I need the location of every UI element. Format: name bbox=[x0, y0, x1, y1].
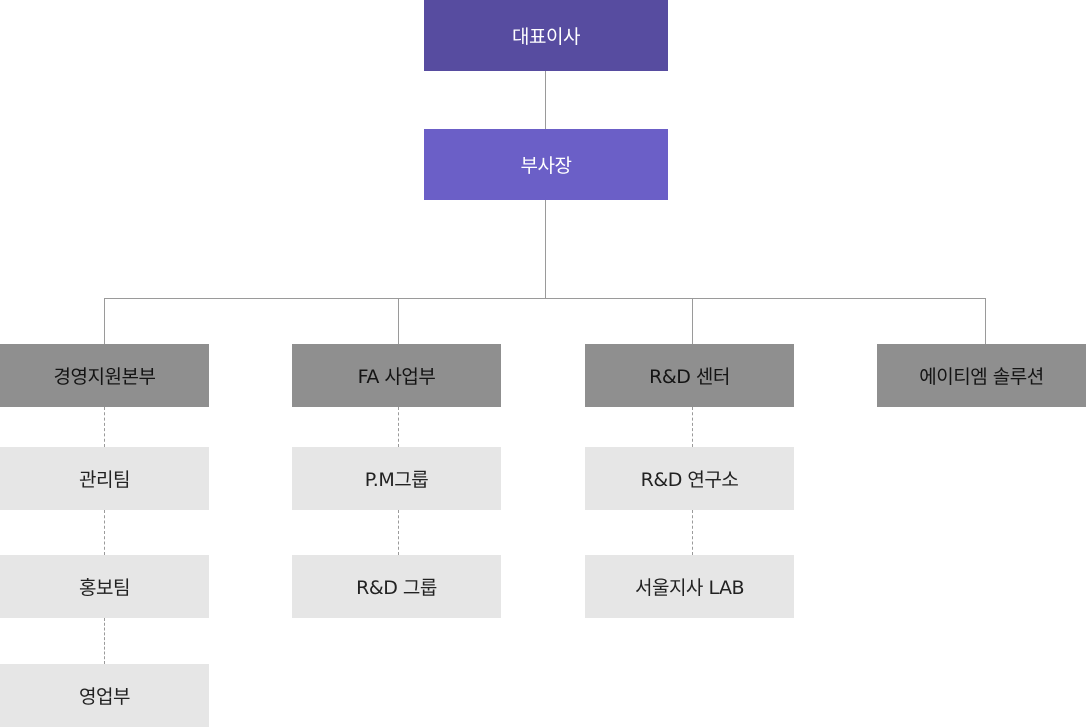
team-box-pm-group: P.M그룹 bbox=[292, 447, 501, 510]
department-label: R&D 센터 bbox=[649, 366, 730, 388]
department-box-rnd-center: R&D 센터 bbox=[585, 344, 794, 407]
connector-vp-branch bbox=[545, 200, 546, 298]
team-label: P.M그룹 bbox=[364, 469, 429, 491]
dashed-connector-dept2-team2 bbox=[398, 510, 399, 555]
team-box-sales: 영업부 bbox=[0, 664, 209, 727]
team-label: 영업부 bbox=[79, 686, 130, 708]
department-label: 에이티엠 솔루션 bbox=[919, 366, 1044, 388]
ceo-box: 대표이사 bbox=[424, 0, 668, 71]
ceo-label: 대표이사 bbox=[512, 26, 580, 48]
team-label: R&D 연구소 bbox=[640, 469, 739, 491]
team-label: R&D 그룹 bbox=[356, 577, 437, 599]
connector-ceo-vp bbox=[545, 71, 546, 129]
connector-drop-dept-1 bbox=[104, 298, 105, 344]
connector-drop-dept-4 bbox=[985, 298, 986, 344]
dashed-connector-dept1-team3 bbox=[104, 618, 105, 664]
department-box-atm-solution: 에이티엠 솔루션 bbox=[877, 344, 1086, 407]
team-label: 홍보팀 bbox=[79, 577, 130, 599]
connector-drop-dept-2 bbox=[398, 298, 399, 344]
department-label: 경영지원본부 bbox=[53, 366, 156, 388]
team-box-admin: 관리팀 bbox=[0, 447, 209, 510]
team-box-rnd-lab: R&D 연구소 bbox=[585, 447, 794, 510]
dashed-connector-dept2-team1 bbox=[398, 407, 399, 447]
team-box-pr: 홍보팀 bbox=[0, 555, 209, 618]
department-box-management-support: 경영지원본부 bbox=[0, 344, 209, 407]
team-box-rnd-group: R&D 그룹 bbox=[292, 555, 501, 618]
dashed-connector-dept3-team1 bbox=[692, 407, 693, 447]
vice-president-box: 부사장 bbox=[424, 129, 668, 200]
department-label: FA 사업부 bbox=[357, 366, 436, 388]
connector-horizontal-bar bbox=[104, 298, 986, 299]
dashed-connector-dept1-team2 bbox=[104, 510, 105, 555]
team-label: 관리팀 bbox=[79, 469, 130, 491]
team-box-seoul-lab: 서울지사 LAB bbox=[585, 555, 794, 618]
connector-drop-dept-3 bbox=[692, 298, 693, 344]
dashed-connector-dept1-team1 bbox=[104, 407, 105, 447]
dashed-connector-dept3-team2 bbox=[692, 510, 693, 555]
department-box-fa-business: FA 사업부 bbox=[292, 344, 501, 407]
vice-president-label: 부사장 bbox=[520, 155, 572, 177]
team-label: 서울지사 LAB bbox=[634, 577, 745, 599]
